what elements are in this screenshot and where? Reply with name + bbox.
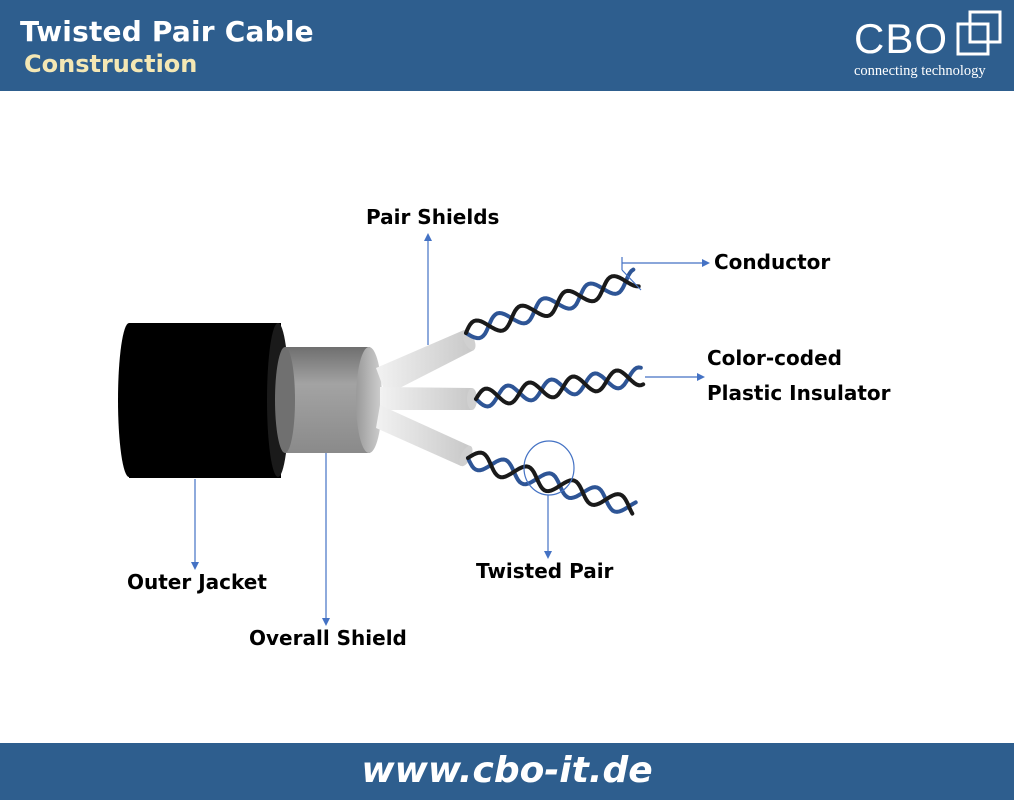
overall-shield (275, 347, 382, 453)
logo-squares-icon (956, 10, 1002, 56)
color-coded-label: Color-coded (707, 346, 842, 370)
twisted-pair-middle-blue-wire (474, 365, 643, 409)
twisted-pair-middle-black-wire (474, 368, 646, 406)
cable-diagram: Pair Shields Conductor Color-coded Plast… (0, 91, 1014, 743)
pair-shields-label: Pair Shields (366, 205, 500, 229)
conductor-label: Conductor (714, 250, 831, 274)
outer-jacket-label: Outer Jacket (127, 570, 267, 594)
header-bar: Twisted Pair Cable Construction CBO conn… (0, 0, 1014, 91)
page-title: Twisted Pair Cable (20, 15, 314, 48)
twisted-pair-label: Twisted Pair (476, 559, 614, 583)
cbo-logo: CBO connecting technology (850, 10, 1010, 82)
twisted-pair-bottom-black-wire (466, 450, 635, 516)
twisted-pair-highlight (523, 440, 575, 496)
pointer-lines (191, 233, 710, 626)
twisted-pairs (464, 267, 646, 516)
cable-illustration (118, 233, 710, 626)
logo-name: CBO (854, 15, 949, 62)
outer-jacket (118, 323, 289, 478)
website-url[interactable]: www.cbo-it.de (361, 750, 653, 791)
logo-tagline: connecting technology (854, 63, 986, 79)
footer-bar: www.cbo-it.de (0, 743, 1014, 800)
overall-shield-label: Overall Shield (249, 626, 407, 650)
pair-shields (376, 329, 477, 467)
twisted-pair-top-black-wire (464, 274, 641, 335)
conductor-pointer-tip (621, 269, 642, 291)
twisted-pair-top-blue-wire (464, 267, 636, 341)
page-subtitle: Construction (24, 50, 198, 78)
plastic-insulator-label: Plastic Insulator (707, 381, 891, 405)
